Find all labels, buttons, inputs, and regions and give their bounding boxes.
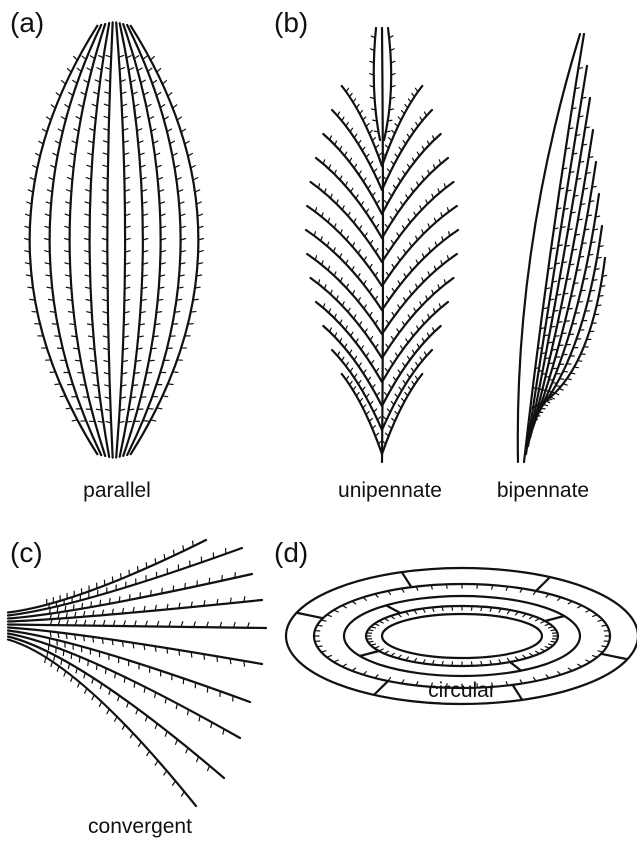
caption-unipennate: unipennate <box>338 479 442 502</box>
parallel-fibre <box>107 22 112 457</box>
convergent-fibre-hatching <box>47 652 210 771</box>
unipennate-fibre-left <box>342 374 382 454</box>
caption-convergent: convergent <box>88 815 192 838</box>
parallel-fibre <box>127 25 180 455</box>
parallel-fibre-hatching <box>85 56 104 423</box>
unipennate-fibre-right <box>382 374 422 454</box>
convergent-fibre <box>8 640 196 807</box>
parallel-fibre-hatching <box>151 56 204 421</box>
convergent-muscle-drawing <box>8 540 266 806</box>
parallel-fibre <box>116 23 125 458</box>
unipennate-fibre-left <box>323 134 382 214</box>
panel-b-letter: (b) <box>274 7 308 38</box>
panel-d-letter: (d) <box>274 537 308 568</box>
bipennate-fibre <box>528 98 590 446</box>
unipennate-top-fibre <box>384 28 391 140</box>
unipennate-fibre-left <box>342 86 382 166</box>
parallel-fibre <box>131 26 199 454</box>
panel-c-letter: (c) <box>10 537 43 568</box>
unipennate-top-fibre <box>374 28 380 140</box>
panel-a-letter: (a) <box>10 7 44 38</box>
convergent-fibre-hatching <box>49 645 225 734</box>
convergent-fibre-hatching <box>50 573 236 614</box>
central-tendon <box>382 28 383 462</box>
caption-parallel: parallel <box>83 479 151 502</box>
parallel-fibre <box>50 25 102 455</box>
caption-bipennate: bipennate <box>497 479 589 502</box>
convergent-fibre <box>8 637 224 779</box>
circular-ring-outline <box>382 614 542 658</box>
unipennate-muscle-drawing <box>306 28 458 462</box>
circular-ring-outline <box>314 584 610 688</box>
unipennate-fibre-right <box>382 134 441 214</box>
parallel-muscle-drawing <box>25 22 204 457</box>
bipennate-muscle-drawing <box>518 34 607 462</box>
convergent-fibre <box>8 625 266 629</box>
parallel-fibre <box>120 23 143 456</box>
caption-circular: circular <box>428 679 496 702</box>
